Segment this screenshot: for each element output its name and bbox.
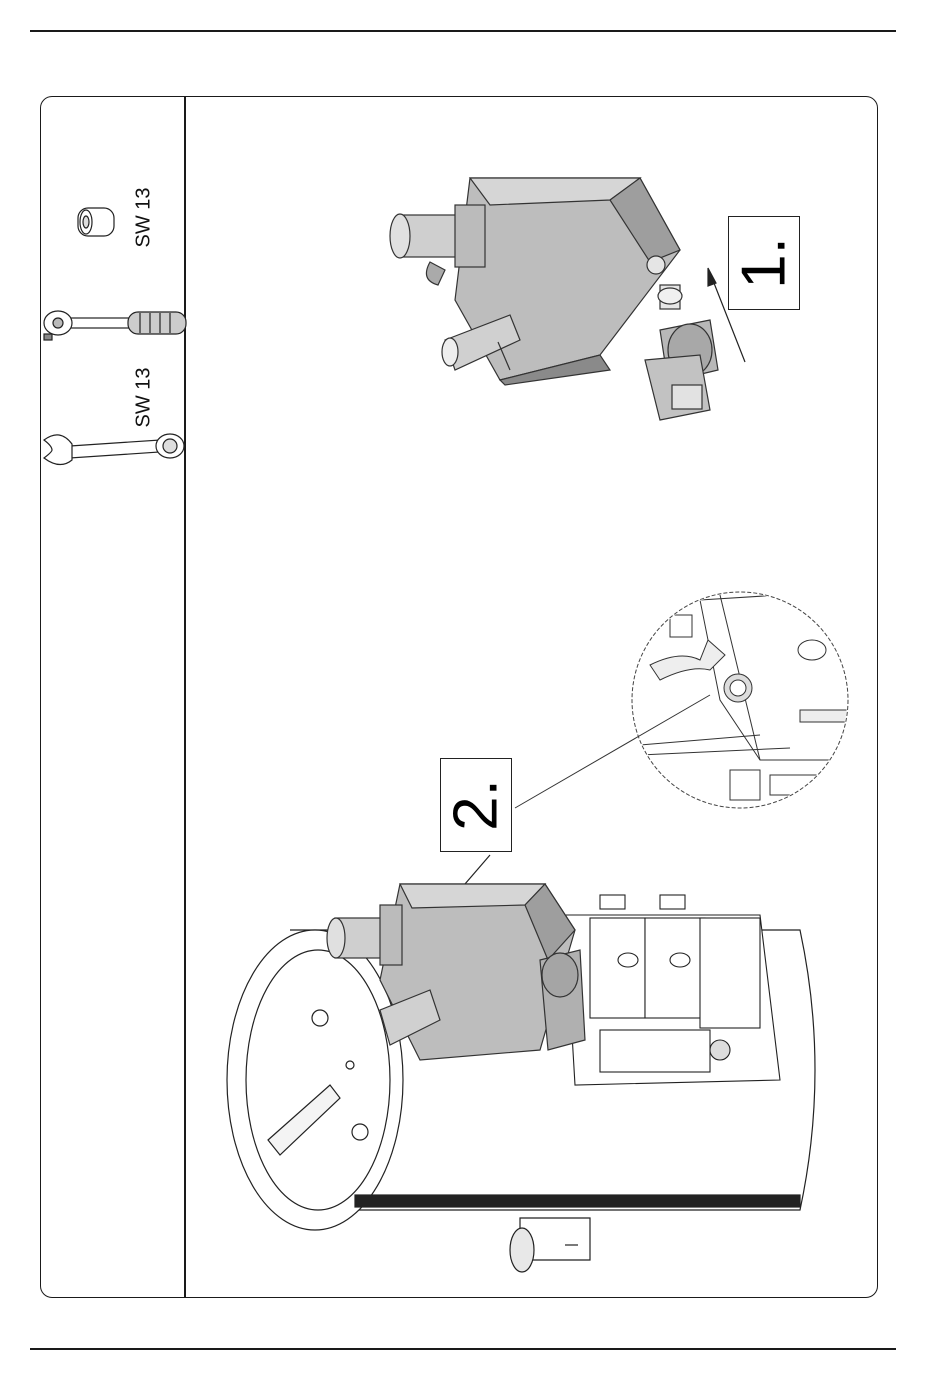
step1-label: 1. bbox=[729, 237, 800, 289]
step2-label: 2. bbox=[441, 779, 512, 831]
step1-label-box: 1. bbox=[728, 216, 800, 310]
actuator-housing-upper bbox=[390, 178, 680, 385]
motor-component bbox=[645, 285, 718, 420]
control-unit bbox=[565, 895, 780, 1085]
step2-label-box: 2. bbox=[440, 758, 512, 852]
detail-magnifier bbox=[632, 590, 860, 808]
